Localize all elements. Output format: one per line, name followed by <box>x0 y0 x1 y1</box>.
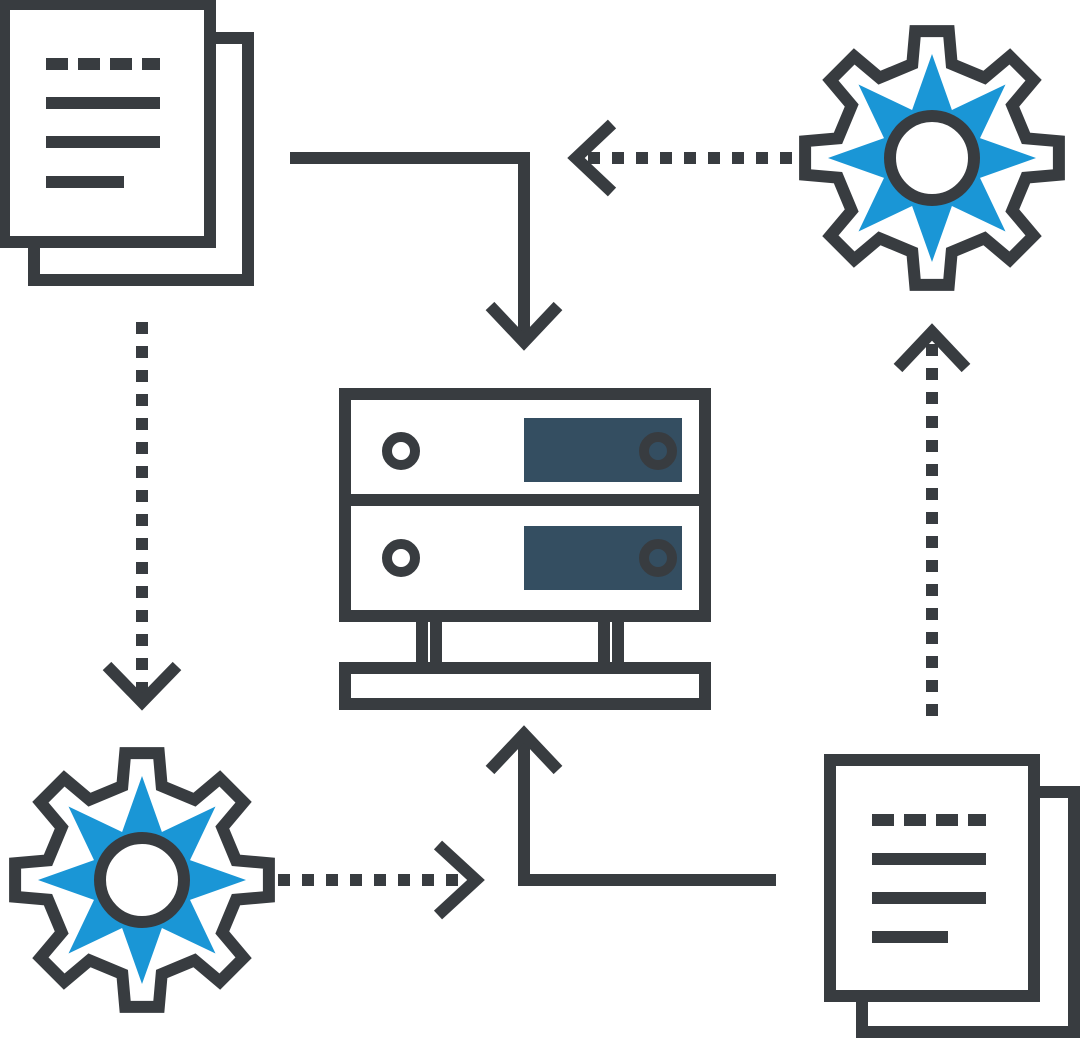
document-stack-icon <box>824 754 1080 1038</box>
gear-icon <box>799 25 1065 291</box>
arrow-gear-to-server-dotted <box>278 840 485 920</box>
arrow-doc-to-gear-dotted <box>102 322 182 711</box>
arrow-gear-to-center-dotted <box>567 119 792 197</box>
document-stack-icon <box>0 0 254 286</box>
connectors <box>102 119 971 920</box>
gear-icon <box>9 747 275 1013</box>
arrow-doc-to-server-up-solid <box>485 725 776 886</box>
arrow-doc-to-server-solid <box>290 152 563 351</box>
arrow-doc-to-gear-up-dotted <box>893 323 971 716</box>
server-icon <box>339 388 711 710</box>
